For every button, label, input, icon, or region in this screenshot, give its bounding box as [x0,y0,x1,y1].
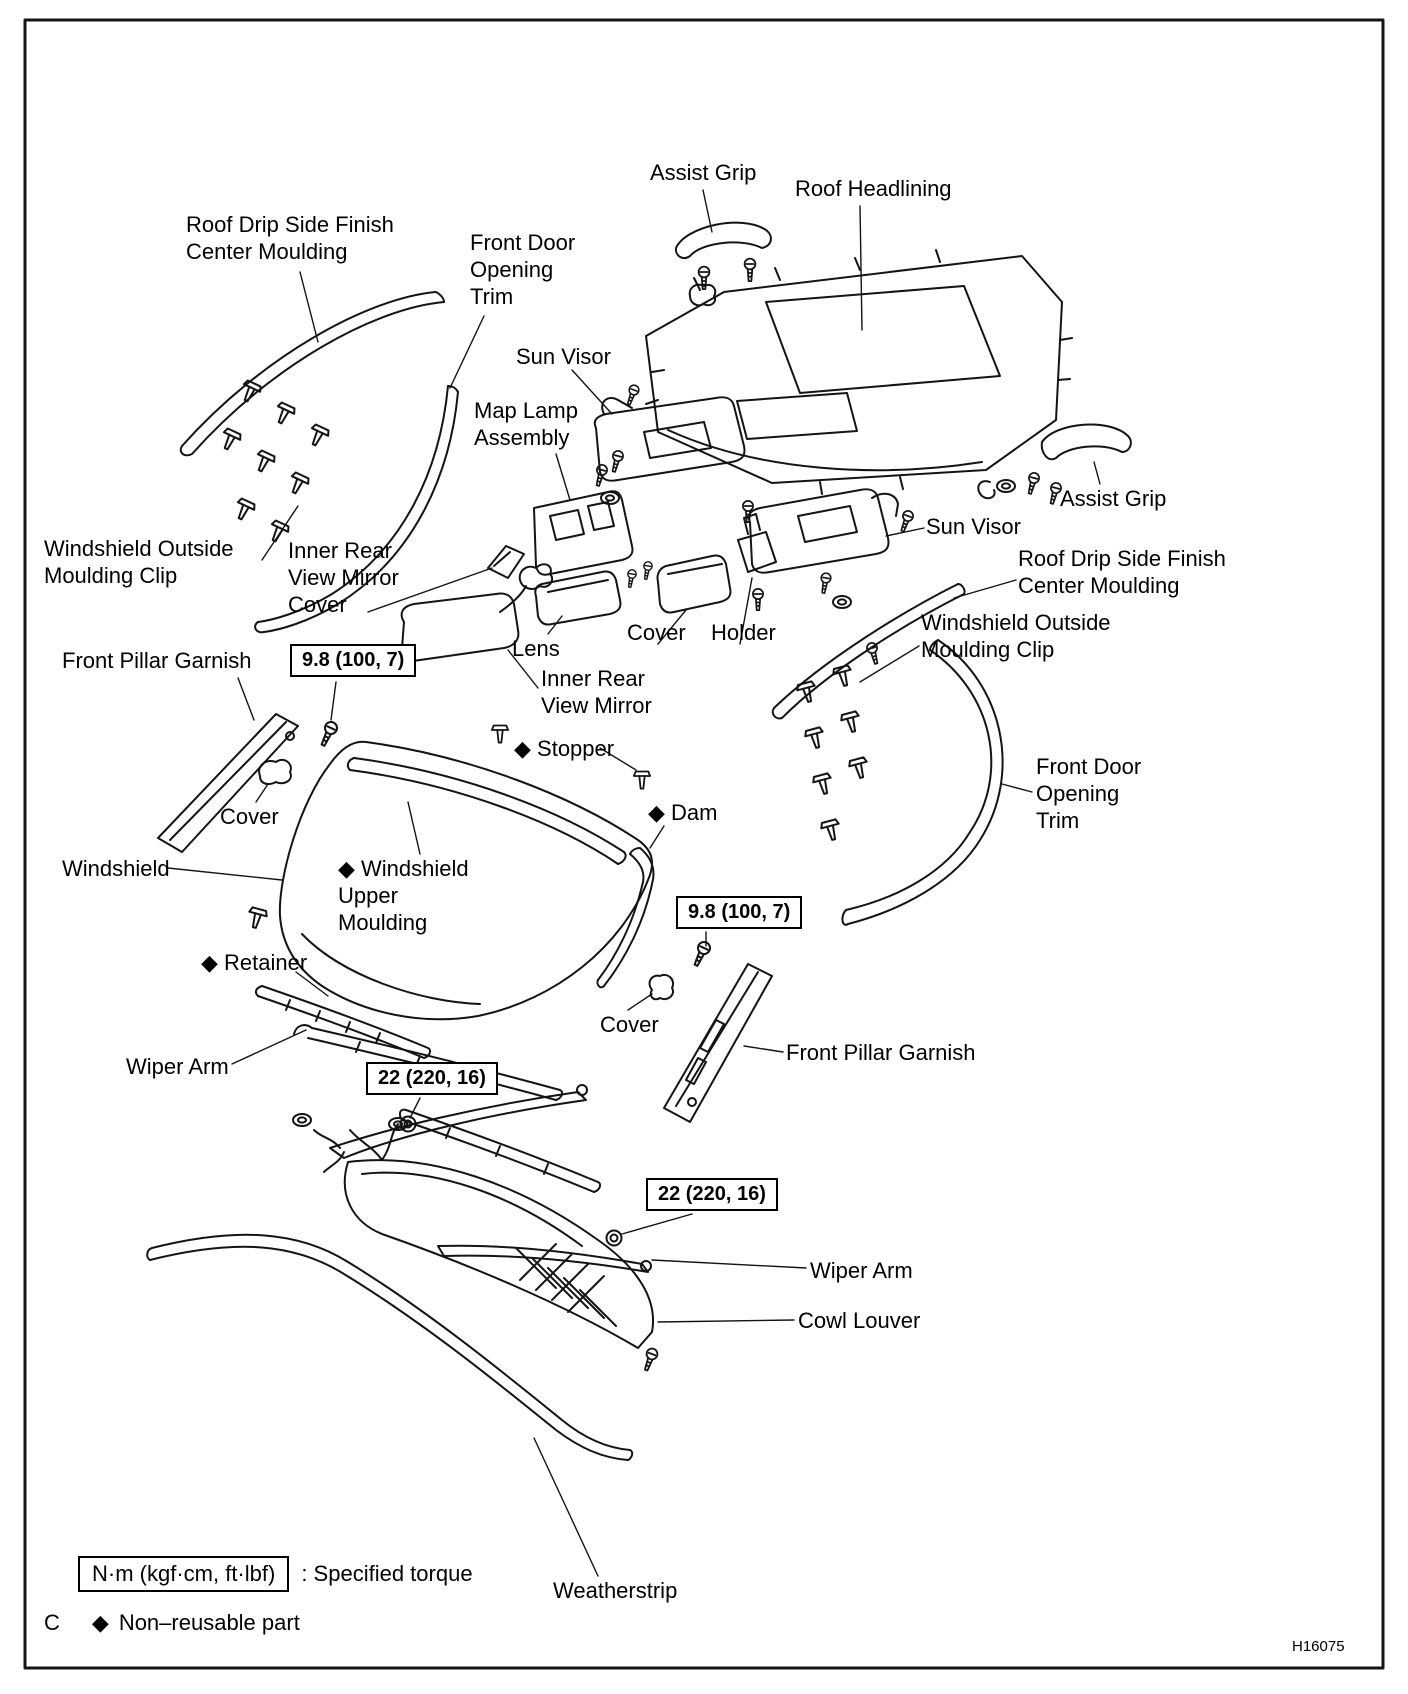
label-stopper: ◆ Stopper [514,736,615,761]
label-wiper-arm-right: Wiper Arm [810,1258,913,1283]
label-front-door-trim-left: Front Door Opening Trim [470,230,576,309]
part-cowl-louver [343,1123,660,1373]
torque-box-pillar-screw: 9.8 (100, 7) [676,896,803,929]
part-assist-grip-top [674,221,772,307]
part-sun-visor-right [747,488,916,609]
part-lens [534,560,654,626]
label-dam: ◆ Dam [648,800,718,825]
label-wiper-arm-left: Wiper Arm [126,1054,229,1079]
torque-unit-box: N·m (kgf·cm, ft·lbf) [78,1556,290,1592]
part-front-door-trim-right [841,639,1004,926]
torque-legend: N·m (kgf·cm, ft·lbf) : Specified torque [78,1556,473,1592]
part-roof-drip-moulding-left [179,291,445,457]
label-assist-grip-right: Assist Grip [1060,486,1167,511]
torque-box-wiper-nut-front: 22 (220, 16) [366,1062,498,1095]
torque-unit-description: : Specified torque [301,1561,473,1586]
label-upper-moulding: ◆ Windshield Upper Moulding [338,856,469,935]
part-moulding-clips-right [795,640,882,843]
label-inner-mirror: Inner Rear View Mirror [541,666,652,718]
label-cover-top: Cover [627,620,686,645]
part-roof-headlining [645,249,1073,495]
part-wiper-arm-right [388,1108,652,1273]
label-front-pillar-garnish-right: Front Pillar Garnish [786,1040,976,1065]
label-front-door-trim-right: Front Door Opening Trim [1036,754,1142,833]
part-weatherstrip [146,1233,634,1461]
label-windshield-clip-right: Windshield Outside Moulding Clip [921,610,1111,662]
page-border [23,18,1385,1670]
part-mirror-cover [487,545,525,579]
label-holder: Holder [711,620,776,645]
label-map-lamp: Map Lamp Assembly [474,398,578,450]
leader-lines [167,189,1101,1577]
label-sun-visor-left: Sun Visor [516,344,611,369]
part-front-pillar-garnish-left [157,713,340,853]
nonreusable-text: Non–reusable part [118,1610,300,1635]
page-mark: C [44,1610,60,1635]
nonreusable-note: C ◆ Non–reusable part [44,1610,300,1636]
part-cover-top [656,554,732,614]
diamond-icon: ◆ [91,1610,109,1635]
label-roof-headlining: Roof Headlining [795,176,952,201]
figure-code: H16075 [1292,1638,1345,1655]
label-mirror-cover: Inner Rear View Mirror Cover [288,538,399,617]
part-wiper-arm-left [292,1024,588,1173]
label-cowl-louver: Cowl Louver [798,1308,921,1333]
label-weatherstrip: Weatherstrip [553,1578,678,1603]
label-assist-grip-top: Assist Grip [650,160,757,185]
part-front-door-trim-left [254,385,459,634]
torque-box-visor-screw: 9.8 (100, 7) [290,644,417,677]
part-front-pillar-garnish-right [648,939,773,1123]
label-front-pillar-garnish-left: Front Pillar Garnish [62,648,252,673]
part-sun-visor-left [593,383,746,505]
part-assist-grip-right [977,423,1132,506]
label-windshield-clip-left: Windshield Outside Moulding Clip [44,536,234,588]
part-windshield-upper-moulding [346,757,627,865]
label-sun-visor-right: Sun Visor [926,514,1021,539]
label-roof-drip-right: Roof Drip Side Finish Center Moulding [1018,546,1226,598]
label-lens: Lens [512,636,560,661]
label-windshield: Windshield [62,856,170,881]
part-map-lamp-assembly [533,448,634,576]
part-moulding-clips-left [216,378,332,546]
label-cover-left: Cover [220,804,279,829]
part-dam [596,847,655,989]
label-retainer: ◆ Retainer [201,950,308,975]
part-windshield [244,740,654,1021]
torque-box-wiper-nut-rear: 22 (220, 16) [646,1178,778,1211]
label-roof-drip-left: Roof Drip Side Finish Center Moulding [186,212,394,264]
part-holder [737,500,777,612]
label-cover-bottom: Cover [600,1012,659,1037]
